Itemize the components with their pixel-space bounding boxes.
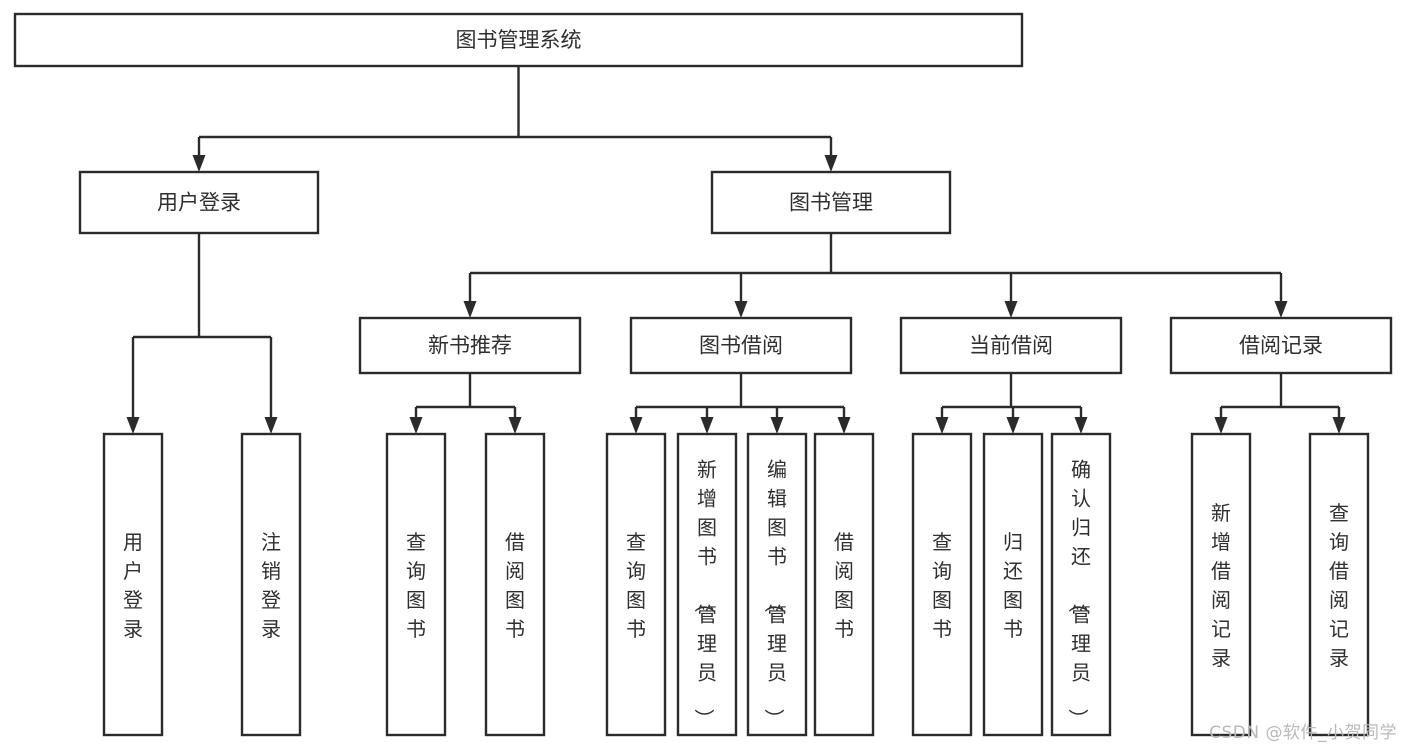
node-leaf-confirm-return-admin[interactable]: 确认归还（管理员） <box>1050 432 1112 737</box>
node-box-user-login[interactable] <box>78 170 320 235</box>
node-leaf-add-borrow-record[interactable]: 新增借阅记录 <box>1190 432 1252 737</box>
node-box-leaf-borrow-book-recommend[interactable] <box>484 432 546 737</box>
node-label-leaf-query-borrow-record: 查询借阅记录 <box>1329 501 1349 670</box>
node-label-leaf-add-borrow-record: 新增借阅记录 <box>1211 501 1231 670</box>
node-label-leaf-query-book-borrow: 查询图书 <box>626 530 646 641</box>
node-box-leaf-query-book-borrow[interactable] <box>605 432 667 737</box>
node-label-leaf-query-book-current: 查询图书 <box>932 530 952 641</box>
node-box-leaf-borrow-book[interactable] <box>813 432 875 737</box>
node-box-leaf-logout-login[interactable] <box>240 432 302 737</box>
node-box-book-borrow[interactable] <box>629 316 853 375</box>
node-new-book-recommend[interactable]: 新书推荐 <box>358 316 582 375</box>
node-box-new-book-recommend[interactable] <box>358 316 582 375</box>
node-box-leaf-add-book-admin[interactable] <box>676 432 738 737</box>
node-leaf-user-login[interactable]: 用户登录 <box>102 432 164 737</box>
node-label-leaf-edit-book-admin: 编辑图书（管理员） <box>762 458 787 729</box>
node-current-borrow[interactable]: 当前借阅 <box>899 316 1123 375</box>
node-box-leaf-edit-book-admin[interactable] <box>746 432 808 737</box>
connector-conn-user-login-to-leaves <box>126 233 278 434</box>
node-root[interactable]: 图书管理系统 <box>13 12 1024 68</box>
node-box-leaf-confirm-return-admin[interactable] <box>1050 432 1112 737</box>
connector-conn-root-to-level1 <box>192 66 838 172</box>
node-label-root: 图书管理系统 <box>456 28 582 52</box>
node-leaf-edit-book-admin[interactable]: 编辑图书（管理员） <box>746 432 808 737</box>
node-box-root[interactable] <box>13 12 1024 68</box>
node-leaf-query-borrow-record[interactable]: 查询借阅记录 <box>1308 432 1370 737</box>
node-user-login[interactable]: 用户登录 <box>78 170 320 235</box>
node-label-leaf-confirm-return-admin: 确认归还（管理员） <box>1066 458 1091 729</box>
node-box-current-borrow[interactable] <box>899 316 1123 375</box>
node-leaf-query-book-borrow[interactable]: 查询图书 <box>605 432 667 737</box>
node-leaf-add-book-admin[interactable]: 新增图书（管理员） <box>676 432 738 737</box>
node-box-leaf-user-login[interactable] <box>102 432 164 737</box>
node-label-user-login: 用户登录 <box>157 191 241 215</box>
node-label-borrow-record: 借阅记录 <box>1239 334 1323 358</box>
node-leaf-logout-login[interactable]: 注销登录 <box>240 432 302 737</box>
node-box-leaf-query-book-current[interactable] <box>911 432 973 737</box>
node-label-leaf-return-book: 归还图书 <box>1003 530 1023 641</box>
node-box-leaf-query-book-recommend[interactable] <box>385 432 447 737</box>
node-leaf-borrow-book[interactable]: 借阅图书 <box>813 432 875 737</box>
node-label-leaf-add-book-admin: 新增图书（管理员） <box>692 458 717 729</box>
node-leaf-borrow-book-recommend[interactable]: 借阅图书 <box>484 432 546 737</box>
connector-conn-new-book-recommend-to-leaves <box>409 373 522 434</box>
node-label-book-management: 图书管理 <box>789 191 873 215</box>
node-label-current-borrow: 当前借阅 <box>969 334 1053 358</box>
node-book-borrow[interactable]: 图书借阅 <box>629 316 853 375</box>
node-label-leaf-logout-login: 注销登录 <box>261 530 281 641</box>
node-label-leaf-borrow-book: 借阅图书 <box>834 530 854 641</box>
connectors-layer <box>126 66 1346 434</box>
node-box-leaf-add-borrow-record[interactable] <box>1190 432 1252 737</box>
node-book-management[interactable]: 图书管理 <box>710 170 952 235</box>
node-box-book-management[interactable] <box>710 170 952 235</box>
node-label-leaf-user-login: 用户登录 <box>123 530 143 641</box>
node-leaf-return-book[interactable]: 归还图书 <box>982 432 1044 737</box>
node-box-leaf-return-book[interactable] <box>982 432 1044 737</box>
node-label-leaf-query-book-recommend: 查询图书 <box>406 530 426 641</box>
node-leaf-query-book-current[interactable]: 查询图书 <box>911 432 973 737</box>
node-label-new-book-recommend: 新书推荐 <box>428 334 512 358</box>
node-borrow-record[interactable]: 借阅记录 <box>1169 316 1393 375</box>
connector-conn-current-borrow-to-leaves <box>935 373 1088 434</box>
node-label-leaf-borrow-book-recommend: 借阅图书 <box>505 530 525 641</box>
node-leaf-query-book-recommend[interactable]: 查询图书 <box>385 432 447 737</box>
node-label-book-borrow: 图书借阅 <box>699 334 783 358</box>
connector-conn-borrow-record-to-leaves <box>1214 373 1346 434</box>
nodes-layer: 图书管理系统用户登录图书管理新书推荐图书借阅当前借阅借阅记录用户登录注销登录查询… <box>13 12 1393 737</box>
connector-conn-book-borrow-to-leaves <box>629 373 851 434</box>
connector-conn-book-management-to-level2 <box>463 233 1288 318</box>
node-box-borrow-record[interactable] <box>1169 316 1393 375</box>
node-box-leaf-query-borrow-record[interactable] <box>1308 432 1370 737</box>
